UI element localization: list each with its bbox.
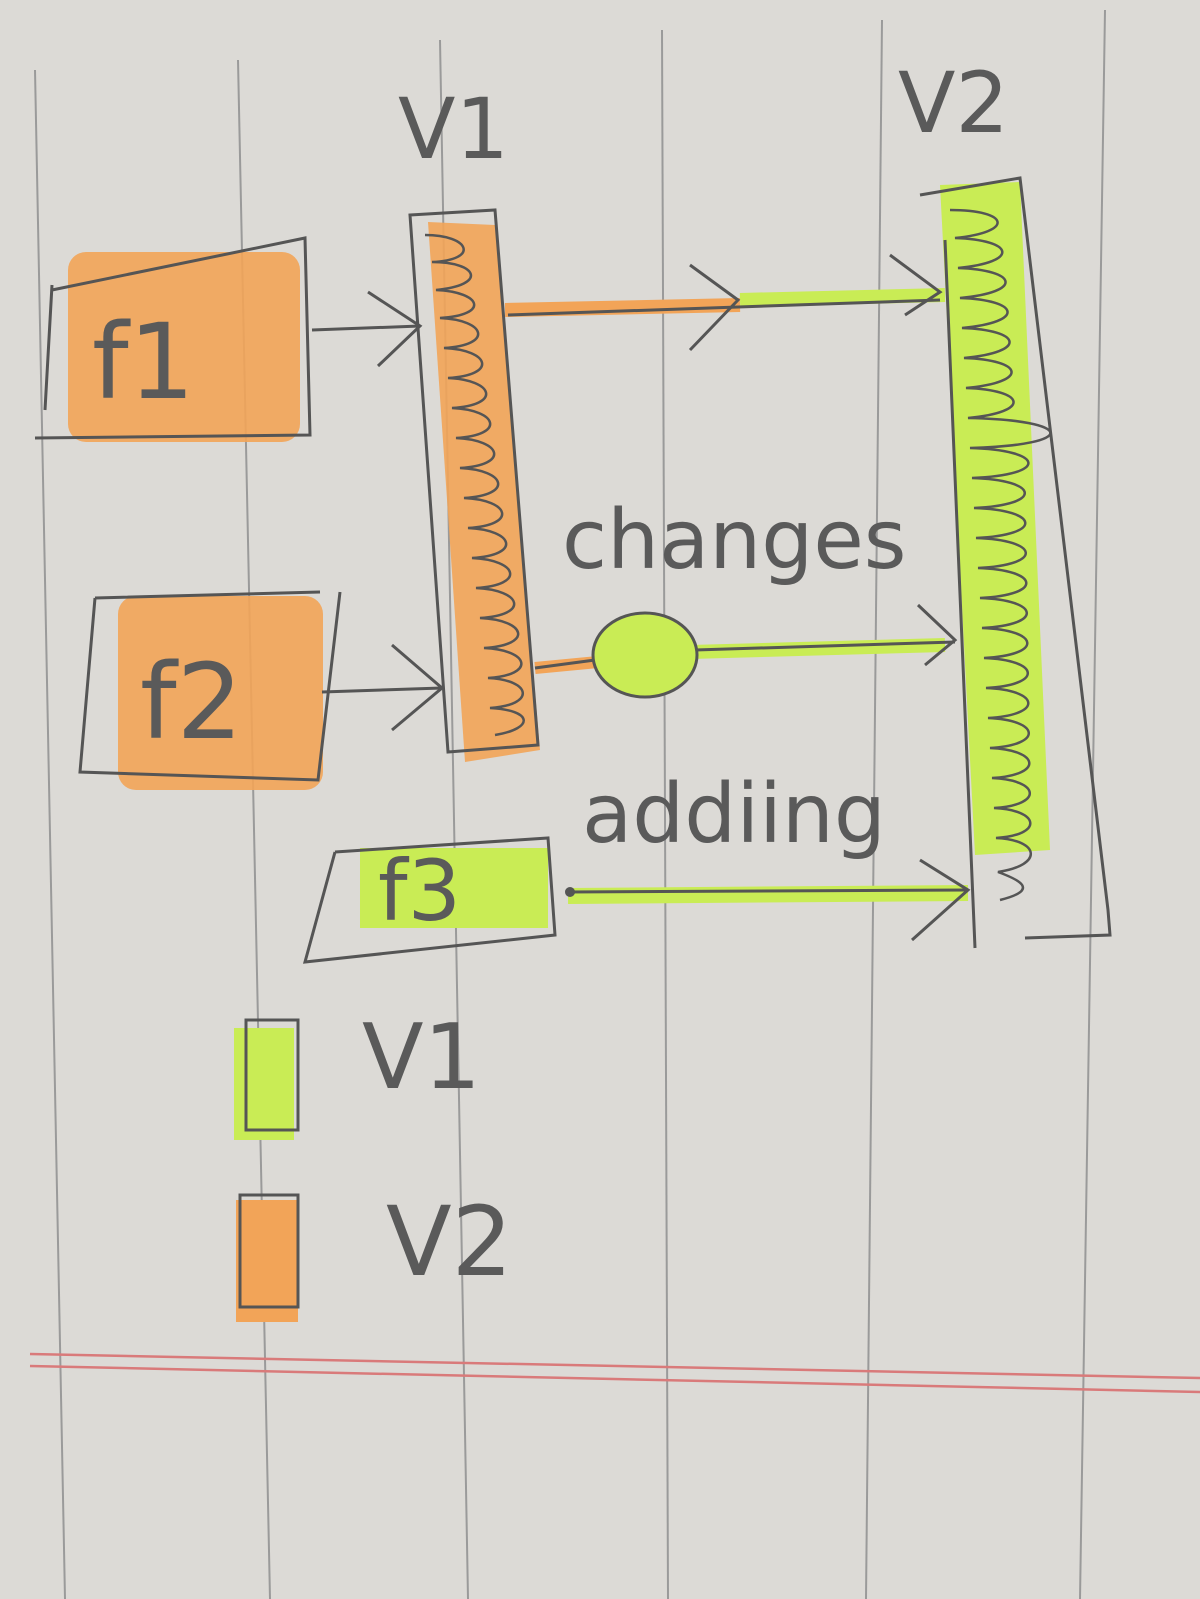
legend-v2-swatch	[236, 1193, 300, 1322]
f2-box	[78, 590, 342, 790]
f3-box	[302, 836, 557, 964]
f3-label: f3	[378, 842, 461, 940]
f3-box-fill	[360, 848, 548, 928]
v2-block-fill	[940, 182, 1050, 855]
v1-block-outline	[408, 208, 540, 754]
legend-v1-swatch	[234, 1018, 300, 1140]
f1-box-outline	[34, 236, 312, 440]
f3-to-v2-arrow	[565, 858, 971, 942]
legend-v2-label: V2	[386, 1186, 513, 1298]
f1-box	[34, 236, 312, 442]
f2-label: f2	[140, 641, 243, 763]
f3-box-outline	[302, 836, 557, 964]
f2-box-fill	[118, 596, 323, 790]
f1-box-fill	[68, 252, 300, 442]
v1-block	[408, 208, 540, 762]
adding-label: addiing	[582, 767, 886, 862]
v2-block	[919, 176, 1112, 949]
v2-top-label: V2	[898, 54, 1009, 152]
v2-block-outline	[919, 176, 1112, 949]
change-node	[591, 611, 699, 699]
v1-top-label: V1	[398, 80, 509, 178]
v1-to-v2-change-connector	[534, 603, 958, 699]
f1-label: f1	[92, 301, 195, 423]
v1-block-scribble	[424, 233, 525, 737]
changes-label: changes	[562, 493, 907, 588]
f2-to-v1-arrow	[321, 643, 445, 732]
f1-to-v1-arrow	[311, 290, 423, 368]
legend-v1-label: V1	[362, 1005, 481, 1110]
f2-box-outline	[78, 590, 342, 782]
legend: V1 V2	[234, 1005, 513, 1322]
v2-block-scribble	[949, 208, 1052, 902]
margin-lines	[29, 1352, 1200, 1394]
v1-to-v2-top-arrow	[504, 253, 946, 352]
